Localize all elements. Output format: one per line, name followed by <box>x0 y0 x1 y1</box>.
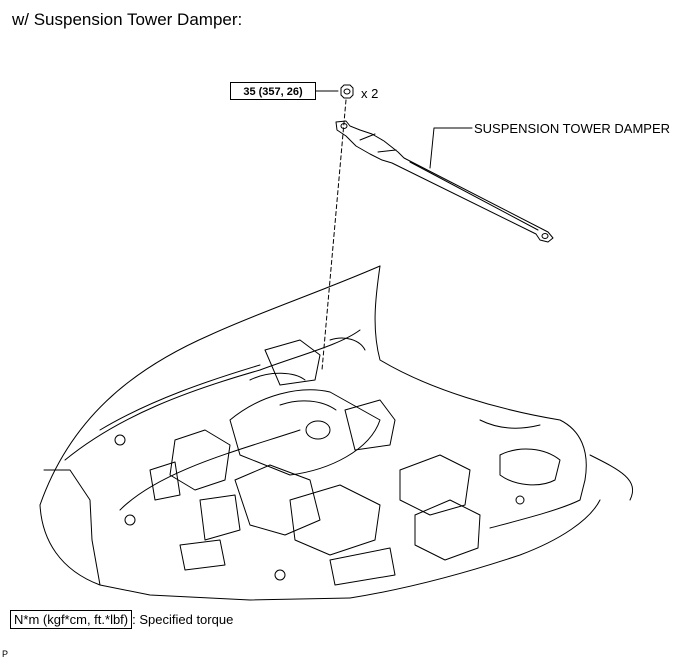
torque-legend: N*m (kgf*cm, ft.*lbf): Specified torque <box>10 610 234 629</box>
nut-icon <box>340 84 354 99</box>
diagram-title: w/ Suspension Tower Damper: <box>12 10 243 29</box>
suspension-tower-damper <box>335 120 554 243</box>
engine-components <box>114 337 561 586</box>
vehicle-hood-outline <box>39 265 633 601</box>
nut-quantity: x 2 <box>361 86 379 101</box>
illustration-code: P <box>2 649 9 659</box>
install-dashed-line <box>321 99 347 371</box>
torque-legend-description: : Specified torque <box>132 612 234 627</box>
damper-leader-line <box>429 127 473 169</box>
torque-unit-box: N*m (kgf*cm, ft.*lbf) <box>10 610 133 629</box>
suspension-tower-damper-label: SUSPENSION TOWER DAMPER <box>474 121 670 136</box>
